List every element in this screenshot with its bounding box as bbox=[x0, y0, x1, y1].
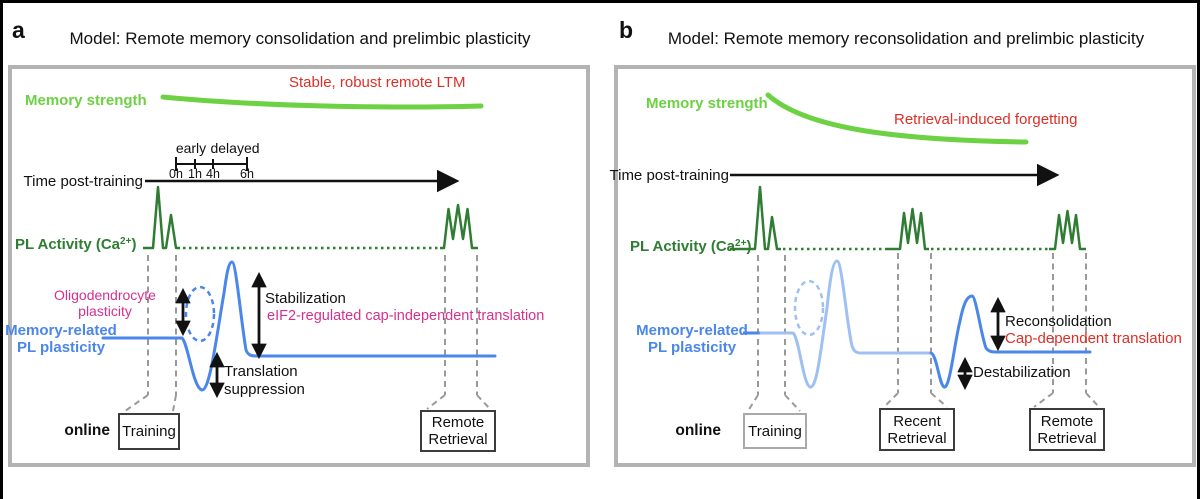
training-box-label-a: Training bbox=[122, 423, 176, 440]
recent-box-line1-b: Recent bbox=[893, 412, 941, 430]
memory-related-label-a: Memory-related PL plasticity bbox=[5, 322, 117, 356]
panel-a-letter: a bbox=[12, 17, 25, 43]
tick-1h: 1h bbox=[188, 167, 202, 181]
tick-4h: 4h bbox=[206, 167, 220, 181]
destabilization-label-b: Destabilization bbox=[973, 364, 1071, 381]
timescale-early-label: early bbox=[175, 140, 207, 156]
training-box-label-b: Training bbox=[748, 422, 802, 440]
translation-line1: Translation bbox=[224, 363, 298, 380]
remote-box-line1-a: Remote bbox=[431, 414, 485, 431]
memory-strength-label-a: Memory strength bbox=[25, 92, 147, 109]
memory-related-line1-a: Memory-related bbox=[5, 322, 117, 339]
training-box-b: Training bbox=[743, 413, 807, 449]
remote-retrieval-box-a: Remote Retrieval bbox=[420, 410, 496, 452]
pl-activity-text-b: PL Activity (Ca bbox=[630, 238, 736, 255]
panel-a-title: Model: Remote memory consolidation and p… bbox=[69, 29, 531, 48]
tick-6h: 6h bbox=[240, 167, 254, 181]
ltm-status-label-a: Stable, robust remote LTM bbox=[289, 74, 466, 91]
cap-dependent-label-b: Cap-dependent translation bbox=[1005, 330, 1182, 347]
pl-activity-sup-a: 2+ bbox=[120, 236, 132, 247]
remote-box-line2-a: Retrieval bbox=[428, 431, 488, 448]
remote-retrieval-box-b: Remote Retrieval bbox=[1029, 408, 1105, 451]
memory-related-label-b: Memory-related PL plasticity bbox=[636, 322, 748, 356]
pl-activity-close-b: ) bbox=[746, 238, 752, 255]
panel-b-title: Model: Remote memory reconsolidation and… bbox=[667, 29, 1145, 48]
recent-retrieval-box-b: Recent Retrieval bbox=[879, 408, 955, 451]
oligodendrocyte-line1: Oligodendrocyte bbox=[54, 287, 156, 303]
eif2-label-a: eIF2-regulated cap-independent translati… bbox=[267, 308, 545, 324]
tick-0h: 0h bbox=[169, 167, 183, 181]
time-axis-label-b: Time post-training bbox=[609, 167, 730, 184]
reconsolidation-label-b: Reconsolidation bbox=[1005, 313, 1112, 330]
pl-activity-label-b: PL Activity (Ca2+) bbox=[630, 235, 751, 255]
pl-activity-label-a: PL Activity (Ca2+) bbox=[15, 233, 136, 253]
remote-box-line2-b: Retrieval bbox=[1037, 429, 1097, 447]
recent-box-line2-b: Retrieval bbox=[887, 429, 947, 447]
memory-strength-label-b: Memory strength bbox=[646, 95, 768, 112]
pl-activity-sup-b: 2+ bbox=[735, 238, 747, 249]
memory-related-line2-a: PL plasticity bbox=[16, 338, 106, 356]
pl-activity-text-a: PL Activity (Ca bbox=[15, 236, 121, 253]
oligodendrocyte-label-a: Oligodendrocyte plasticity bbox=[46, 287, 164, 319]
stabilization-label-a: Stabilization bbox=[265, 290, 346, 307]
memory-related-line2-b: PL plasticity bbox=[647, 338, 737, 356]
online-label-a: online bbox=[64, 422, 110, 439]
memory-related-line1-b: Memory-related bbox=[636, 322, 748, 339]
time-axis-label-a: Time post-training bbox=[23, 173, 144, 190]
panel-a-frame bbox=[8, 65, 590, 467]
translation-suppression-label-a: Translation suppression bbox=[224, 363, 305, 398]
forgetting-status-label-b: Retrieval-induced forgetting bbox=[894, 111, 1078, 128]
translation-line2: suppression bbox=[224, 380, 305, 398]
timescale-delayed-label: delayed bbox=[210, 140, 260, 156]
oligodendrocyte-line2: plasticity bbox=[78, 303, 132, 319]
training-box-a: Training bbox=[118, 413, 180, 450]
panel-b-letter: b bbox=[619, 17, 634, 43]
remote-box-line1-b: Remote bbox=[1040, 412, 1094, 430]
pl-activity-close-a: ) bbox=[131, 236, 137, 253]
online-label-b: online bbox=[675, 422, 721, 439]
